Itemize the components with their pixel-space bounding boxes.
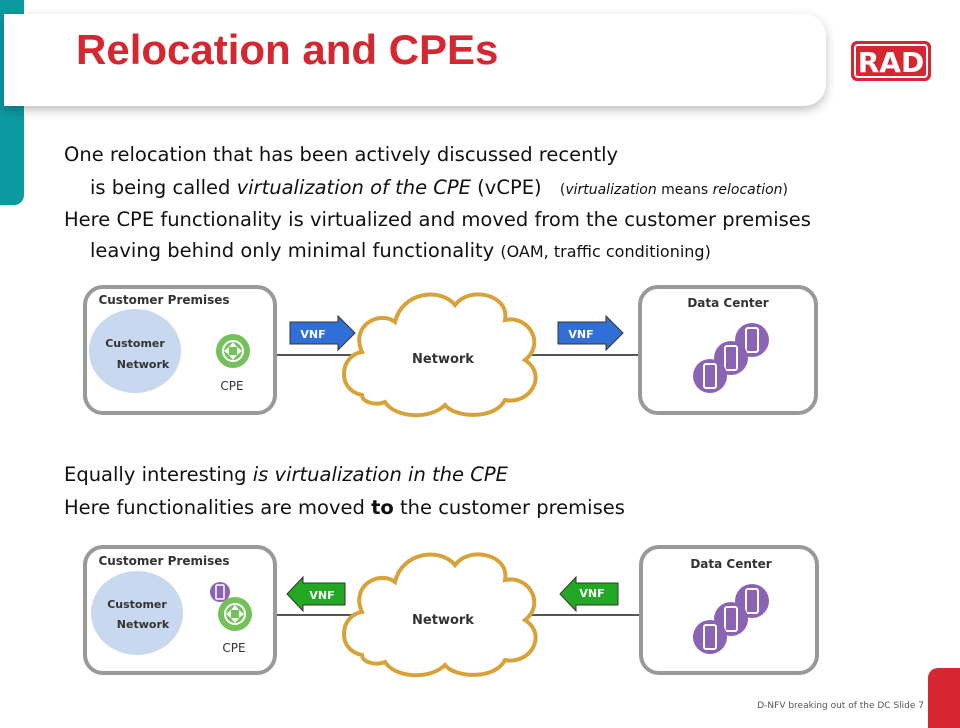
p1-note-close: ) [782, 182, 789, 198]
network-label: Network [412, 352, 474, 367]
p4-bold: to [371, 496, 394, 519]
customer-network-label-1: Customer [105, 337, 165, 350]
p1-note-open: ( [559, 182, 566, 198]
network-label: Network [412, 613, 474, 628]
p2-line2-small: (OAM, traffic conditioning) [500, 242, 711, 261]
server-icon [693, 359, 727, 393]
network-cloud [342, 552, 538, 678]
p3-pre: Equally interesting [64, 463, 253, 486]
vnf-right-label: VNF [579, 587, 604, 600]
customer-network-label-1: Customer [107, 598, 167, 611]
p1-note-em1: virtualization [565, 182, 657, 198]
p1-note: (virtualization means relocation) [560, 182, 788, 198]
cpe-label: CPE [220, 379, 243, 393]
paragraph-2-line-1: Here CPE functionality is virtualized an… [64, 208, 811, 231]
cpe-router-icon [216, 334, 250, 368]
rad-logo: RAD [851, 41, 931, 81]
server-icon [693, 620, 727, 654]
cpe-router-icon [218, 597, 252, 631]
customer-network-ellipse [91, 571, 183, 655]
vnf-arrow-left [289, 314, 356, 352]
customer-network-ellipse [89, 309, 181, 393]
p4-post: the customer premises [393, 496, 625, 519]
vcpe-in-cpe-diagram: Customer Premises Customer Network CPE V… [83, 545, 819, 678]
title-panel [4, 14, 826, 106]
paragraph-1-line-1: One relocation that has been actively di… [64, 143, 619, 166]
p2-line2-main: leaving behind only minimal functionalit… [90, 239, 501, 262]
p1-line2-em: virtualization of the CPE [236, 176, 471, 199]
svg-text:RAD: RAD [858, 46, 924, 79]
vnf-left-label: VNF [300, 328, 325, 341]
customer-network-label-2: Network [117, 358, 170, 371]
vnf-arrow-left [286, 575, 346, 613]
p4-pre: Here functionalities are moved [64, 496, 372, 519]
cpe-label: CPE [222, 641, 245, 655]
corner-accent [928, 668, 960, 728]
vnf-right-label: VNF [568, 328, 593, 341]
data-center-label: Data Center [687, 296, 768, 310]
data-center-label: Data Center [690, 557, 771, 571]
paragraph-2-line-2: leaving behind only minimal functionalit… [90, 239, 711, 262]
network-cloud [342, 292, 538, 418]
p1-note-mid: means [656, 182, 713, 198]
customer-premises-label: Customer Premises [98, 293, 229, 307]
vnf-arrow-right [559, 575, 619, 613]
p1-line2-pre: is being called [90, 176, 237, 199]
slide-footer: D-NFV breaking out of the DC Slide 7 [757, 701, 924, 711]
p1-line2-post: (vCPE) [470, 176, 542, 199]
vnf-left-label: VNF [309, 589, 334, 602]
paragraph-1-line-2: is being called virtualization of the CP… [90, 176, 788, 199]
paragraph-4: Here functionalities are moved to the cu… [64, 496, 625, 519]
p1-note-em2: relocation [712, 182, 783, 198]
vnf-arrow-right [557, 314, 624, 352]
vnf-server-icon [210, 582, 230, 602]
vcpe-diagram: Customer Premises Customer Network CPE V… [83, 285, 818, 418]
customer-premises-label: Customer Premises [98, 554, 229, 568]
p3-em: is virtualization in the CPE [252, 463, 508, 486]
slide-title: Relocation and CPEs [76, 26, 499, 73]
customer-network-label-2: Network [117, 618, 170, 631]
paragraph-3: Equally interesting is virtualization in… [64, 463, 508, 486]
